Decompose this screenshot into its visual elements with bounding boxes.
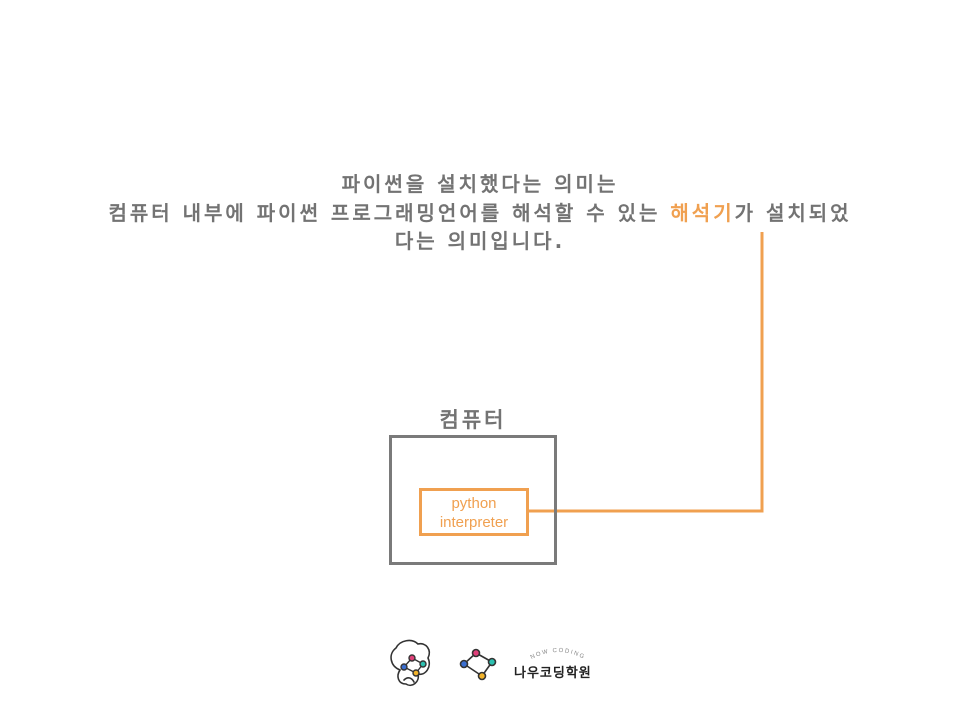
interpreter-highlight: 해석기 [670, 200, 735, 225]
brand-tagline-arc: NOW CODING [530, 648, 586, 661]
brand-name: 나우코딩학원 [514, 666, 592, 681]
brand-logo [390, 639, 497, 687]
caption-line-2-start: 컴퓨터 내부에 파이썬 프로그래밍언어를 해석할 수 있는 [108, 200, 671, 225]
brain-icon [390, 639, 431, 687]
computer-box [389, 435, 557, 565]
brain-network-icon [400, 654, 427, 677]
caption-line-3: 다는 의미입니다. [394, 229, 566, 253]
interpreter-label-line-2: interpreter [439, 514, 509, 531]
computer-label: 컴퓨터 [439, 408, 507, 432]
interpreter-label-line-1: python [451, 495, 497, 512]
python-interpreter-box: python interpreter [419, 488, 529, 536]
network-icon [459, 648, 497, 681]
caption-line-1: 파이썬을 설치했다는 의미는 [341, 172, 619, 196]
brand-tagline: NOW CODING [530, 648, 585, 661]
callout-line [527, 232, 764, 513]
svg-text:NOW CODING: NOW CODING [530, 648, 586, 661]
explanation-text: 파이썬을 설치했다는 의미는 컴퓨터 내부에 파이썬 프로그래밍언어를 해석할 … [0, 170, 960, 256]
caption-line-2-end: 가 설치되었 [734, 200, 852, 225]
caption-line-2: 컴퓨터 내부에 파이썬 프로그래밍언어를 해석할 수 있는 해석기가 설치되었 [0, 199, 960, 228]
